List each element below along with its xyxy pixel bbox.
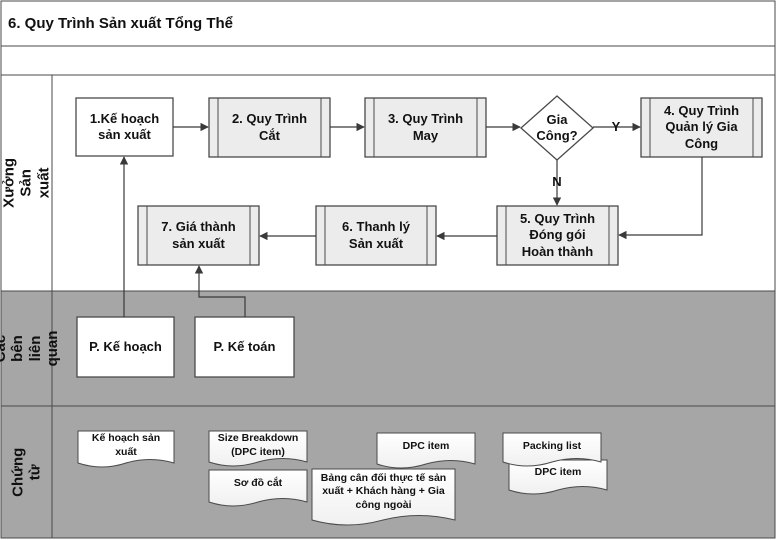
- doc-dpc-item-2-label: DPC item: [534, 466, 582, 479]
- branch-yes-label: Y: [611, 118, 621, 134]
- branch-no-label: N: [552, 173, 562, 189]
- step-cut-label: 2. Quy Trình Cắt: [231, 111, 308, 143]
- doc-size-breakdown-shape: [208, 430, 308, 467]
- doc-packing-list-label: Packing list: [522, 440, 582, 453]
- lane-production-label: Xưởng Sản xuất: [0, 75, 53, 291]
- step-cut-box: [208, 97, 331, 158]
- doc-balance-sheet-label: Bảng cân đối thực tế sản xuất + Khách hà…: [320, 471, 447, 511]
- party-planning-box: [76, 316, 175, 378]
- doc-size-breakdown-label: Size Breakdown (DPC item): [217, 431, 299, 458]
- step-outsource-label: 4. Quy Trình Quản lý Gia Công: [663, 103, 740, 151]
- step-cost-box: [137, 205, 260, 266]
- doc-cutting-diagram-shape: [208, 469, 308, 507]
- decision-label: Gia Công?: [536, 111, 578, 143]
- step-outsource-box: [640, 97, 763, 158]
- doc-packing-list-shape: [502, 432, 602, 467]
- party-planning-label: P. Kế hoạch: [89, 338, 162, 354]
- diagram-title: 6. Quy Trình Sản xuất Tổng Thể: [8, 14, 234, 32]
- step-sew-label: 3. Quy Trình May: [387, 111, 464, 143]
- step-plan-label: 1.Kế hoạch sản xuất: [89, 110, 160, 142]
- blank-row: [0, 45, 776, 76]
- doc-production-plan-label: Kế hoạch sản xuất: [91, 432, 161, 458]
- lane-documents-header: [0, 405, 53, 539]
- arrow-accounting-to-cost: [194, 265, 246, 317]
- lane-documents-text: Chứng từ: [9, 447, 44, 497]
- step-pack-box: [496, 205, 619, 266]
- arrow-outsource-to-pack: [618, 157, 703, 240]
- step-plan-box: [75, 97, 174, 157]
- step-sew-box: [364, 97, 487, 158]
- step-cost-label: 7. Giá thành sản xuất: [161, 219, 236, 251]
- doc-cutting-diagram-label: Sơ đồ cắt: [233, 477, 283, 490]
- doc-production-plan-shape: [77, 430, 175, 468]
- lane-documents-label: Chứng từ: [1, 406, 52, 538]
- doc-dpc-item-1-label: DPC item: [402, 440, 450, 453]
- party-accounting-label: P. Kế toán: [213, 338, 276, 354]
- step-liquidation-box: [315, 205, 437, 266]
- doc-balance-sheet-shape: [311, 468, 456, 526]
- party-accounting-box: [194, 316, 295, 378]
- lane-related-text: Các bên liên quan: [0, 330, 61, 367]
- lane-production-text: Xưởng Sản xuất: [0, 158, 53, 208]
- lane-related-label: Các bên liên quan: [0, 291, 61, 406]
- doc-dpc-item-1-shape: [376, 432, 476, 469]
- step-liquidation-label: 6. Thanh lý Sản xuất: [342, 219, 410, 251]
- step-pack-label: 5. Quy Trình Đóng gói Hoàn thành: [519, 211, 596, 259]
- doc-dpc-item-2-shape: [508, 459, 608, 495]
- lane-production-header: [0, 74, 53, 292]
- title-bar: [0, 0, 776, 47]
